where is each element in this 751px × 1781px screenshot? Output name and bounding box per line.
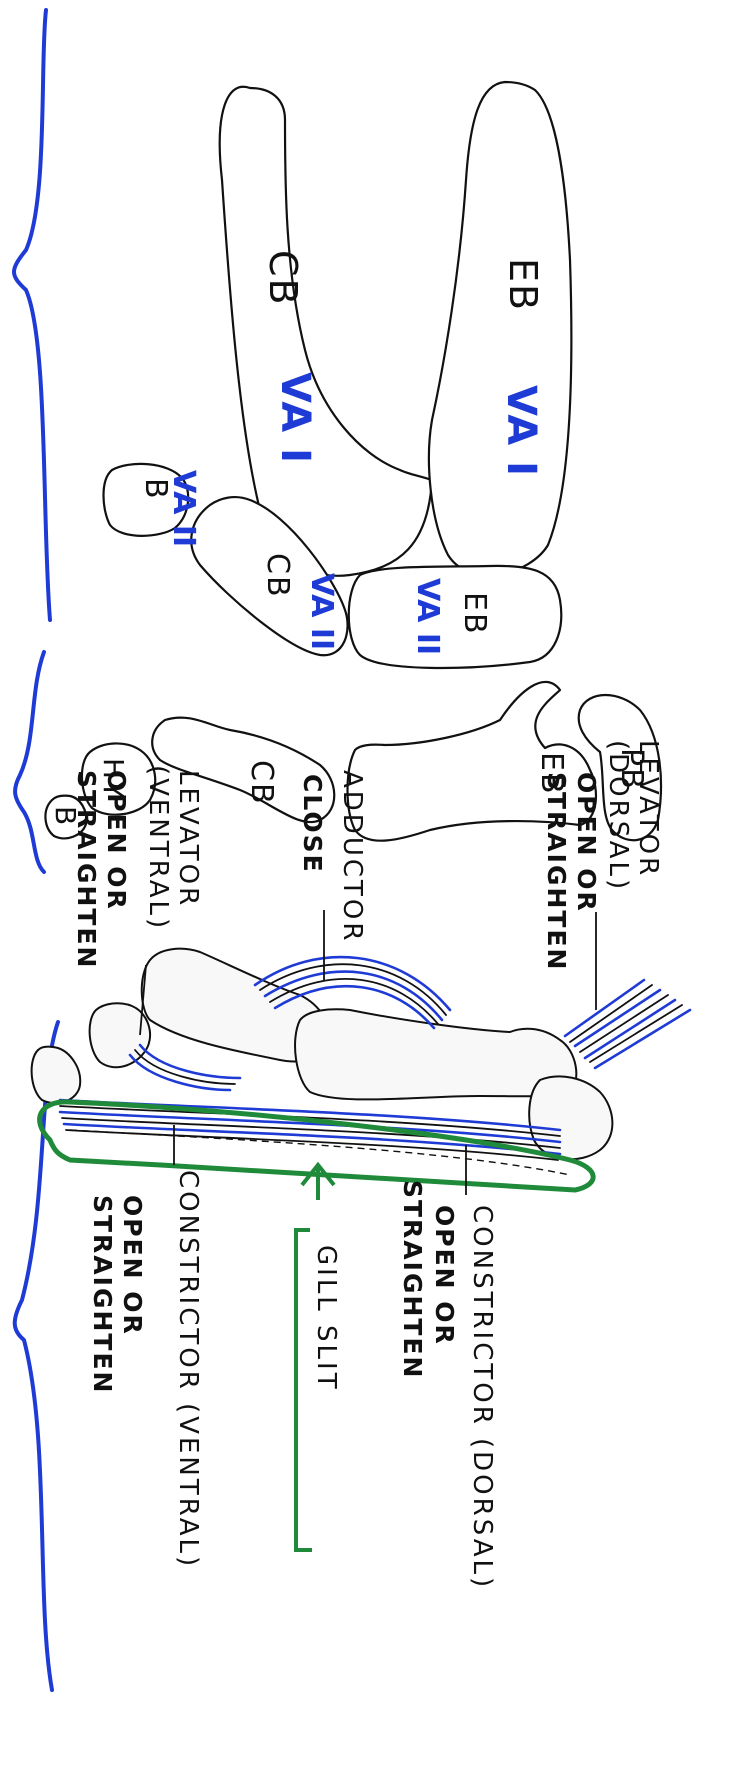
tag-eb-large: VA I <box>498 385 544 477</box>
tag-eb-small: VA II <box>410 578 445 655</box>
label-constrictor-ventral-action-1: OPEN OR <box>118 1195 147 1336</box>
label-constrictor-ventral-action-2: STRAIGHTEN <box>88 1195 117 1394</box>
label-levator-dorsal-action-2: STRAIGHTEN <box>542 772 571 971</box>
arch-b-bone <box>32 1047 81 1103</box>
levator-dorsal-muscle <box>565 980 690 1068</box>
label-constrictor-dorsal-action-1: OPEN OR <box>430 1205 459 1346</box>
label-cb-large: CB <box>261 250 305 307</box>
brace-middle <box>15 652 44 872</box>
brace-top <box>14 10 50 620</box>
label-levator-dorsal-action-1: OPEN OR <box>572 772 601 913</box>
gill-slit-bracket <box>296 1230 312 1550</box>
tag-cb-small: VA II <box>304 573 339 650</box>
label-constrictor-dorsal: CONSTRICTOR (DORSAL) <box>467 1205 497 1590</box>
tag-cb-large: VA I <box>272 372 318 464</box>
bone-eb-small <box>349 566 562 668</box>
label-adductor-action: CLOSE <box>298 774 327 874</box>
arch-hy-bone <box>90 1003 150 1067</box>
label-eb-small: EB <box>457 592 492 636</box>
label-levator-dorsal-1: LEVATOR <box>633 740 663 878</box>
label-eb-large: EB <box>501 258 545 312</box>
label-cb-middle: CB <box>244 760 279 806</box>
gill-slit-arrow <box>302 1165 334 1200</box>
label-levator-ventral-action-2: STRAIGHTEN <box>72 770 101 969</box>
bone-eb-large <box>429 82 571 575</box>
label-constrictor-ventral: CONSTRICTOR (VENTRAL) <box>173 1170 203 1569</box>
label-levator-dorsal-2: (DORSAL) <box>603 740 633 892</box>
tag-b-small: VA II <box>166 470 201 547</box>
label-gill-slit: GILL SLIT <box>311 1245 341 1392</box>
label-constrictor-dorsal-action-2: STRAIGHTEN <box>398 1180 427 1379</box>
label-levator-ventral-1: LEVATOR <box>173 770 203 908</box>
brace-bottom <box>15 1022 58 1690</box>
label-cb-small: CB <box>260 553 295 599</box>
label-levator-ventral-action-1: OPEN OR <box>102 770 131 911</box>
label-levator-ventral-2: (VENTRAL) <box>143 765 173 931</box>
arch-eb-bone <box>295 1009 576 1099</box>
label-adductor: ADDUCTOR <box>337 770 367 943</box>
